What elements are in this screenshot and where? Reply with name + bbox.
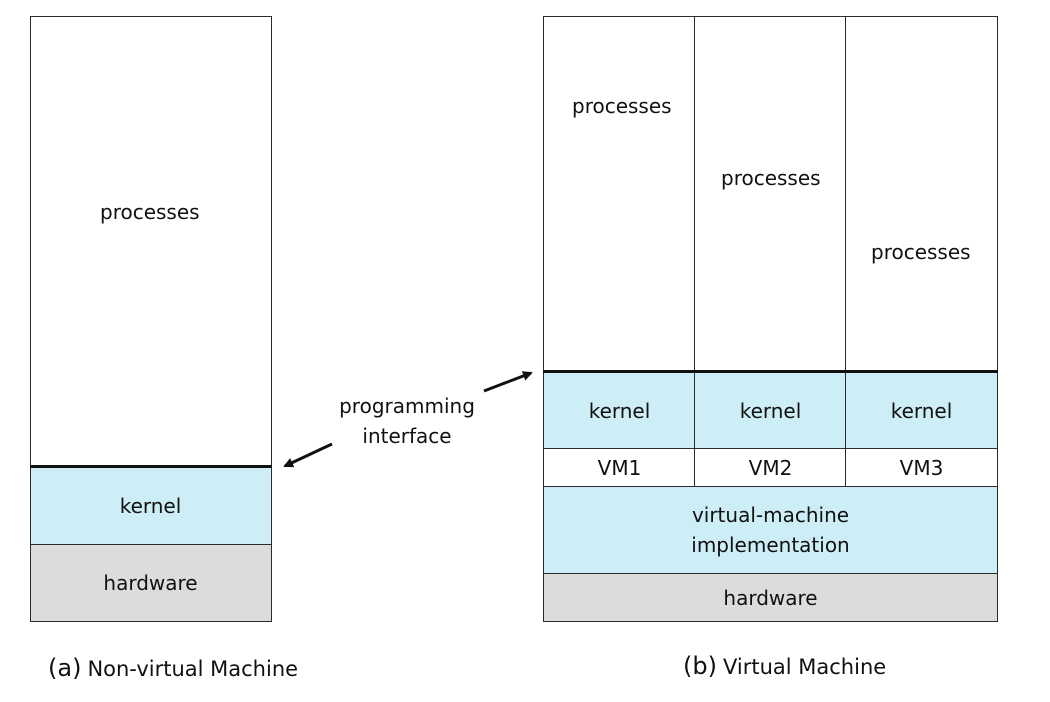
vm3-processes-label: processes xyxy=(871,240,971,264)
caption-b-tag: (b) xyxy=(683,652,717,680)
vm2-kernel-layer: kernel xyxy=(695,373,846,448)
vm1-kernel-label: kernel xyxy=(588,398,651,423)
programming-interface-label: programming interface xyxy=(322,391,492,451)
vm3-kernel-label: kernel xyxy=(890,398,953,423)
right-stack-border xyxy=(543,16,998,622)
right-arrow xyxy=(483,371,533,393)
kernel-vm-divider xyxy=(543,448,998,449)
vmm-layer: virtual-machine implementation xyxy=(544,487,997,573)
left-hardware-label: hardware xyxy=(103,571,198,595)
left-arrow xyxy=(283,442,333,468)
vmm-hardware-divider xyxy=(543,573,998,574)
right-hardware-layer: hardware xyxy=(544,574,997,621)
vmm-label-line2: implementation xyxy=(691,533,850,557)
right-hardware-label: hardware xyxy=(723,585,818,610)
column-divider-1 xyxy=(694,16,695,487)
left-interface-line xyxy=(30,465,272,468)
vm1-processes-label: processes xyxy=(572,94,672,118)
vm2-cell: VM2 xyxy=(695,449,846,486)
vm3-cell: VM3 xyxy=(846,449,997,486)
vm3-label: VM3 xyxy=(899,455,944,480)
vm1-cell: VM1 xyxy=(544,449,695,486)
left-kernel-label: kernel xyxy=(119,494,182,518)
vm-vmm-divider xyxy=(543,486,998,487)
interface-label-line2: interface xyxy=(362,424,452,448)
vmm-label-line1: virtual-machine xyxy=(691,503,850,527)
interface-label-line1: programming xyxy=(339,394,475,418)
vm2-processes-label: processes xyxy=(721,166,821,190)
caption-a-tag: (a) xyxy=(48,654,82,682)
vm3-kernel-layer: kernel xyxy=(846,373,997,448)
vm1-kernel-layer: kernel xyxy=(544,373,695,448)
right-interface-line xyxy=(543,370,998,373)
vm2-kernel-label: kernel xyxy=(739,398,802,423)
caption-a: (a)Non-virtual Machine xyxy=(48,654,298,682)
caption-b-text: Virtual Machine xyxy=(722,655,887,679)
vm1-label: VM1 xyxy=(597,455,642,480)
caption-b: (b)Virtual Machine xyxy=(683,652,886,680)
vm2-label: VM2 xyxy=(748,455,793,480)
left-hardware-layer: hardware xyxy=(30,545,271,621)
caption-a-text: Non-virtual Machine xyxy=(87,657,299,681)
left-processes-label: processes xyxy=(100,200,200,224)
column-divider-2 xyxy=(845,16,846,487)
left-stack-border xyxy=(30,16,272,622)
left-kernel-layer: kernel xyxy=(30,467,271,545)
left-kernel-hardware-divider xyxy=(30,544,272,545)
